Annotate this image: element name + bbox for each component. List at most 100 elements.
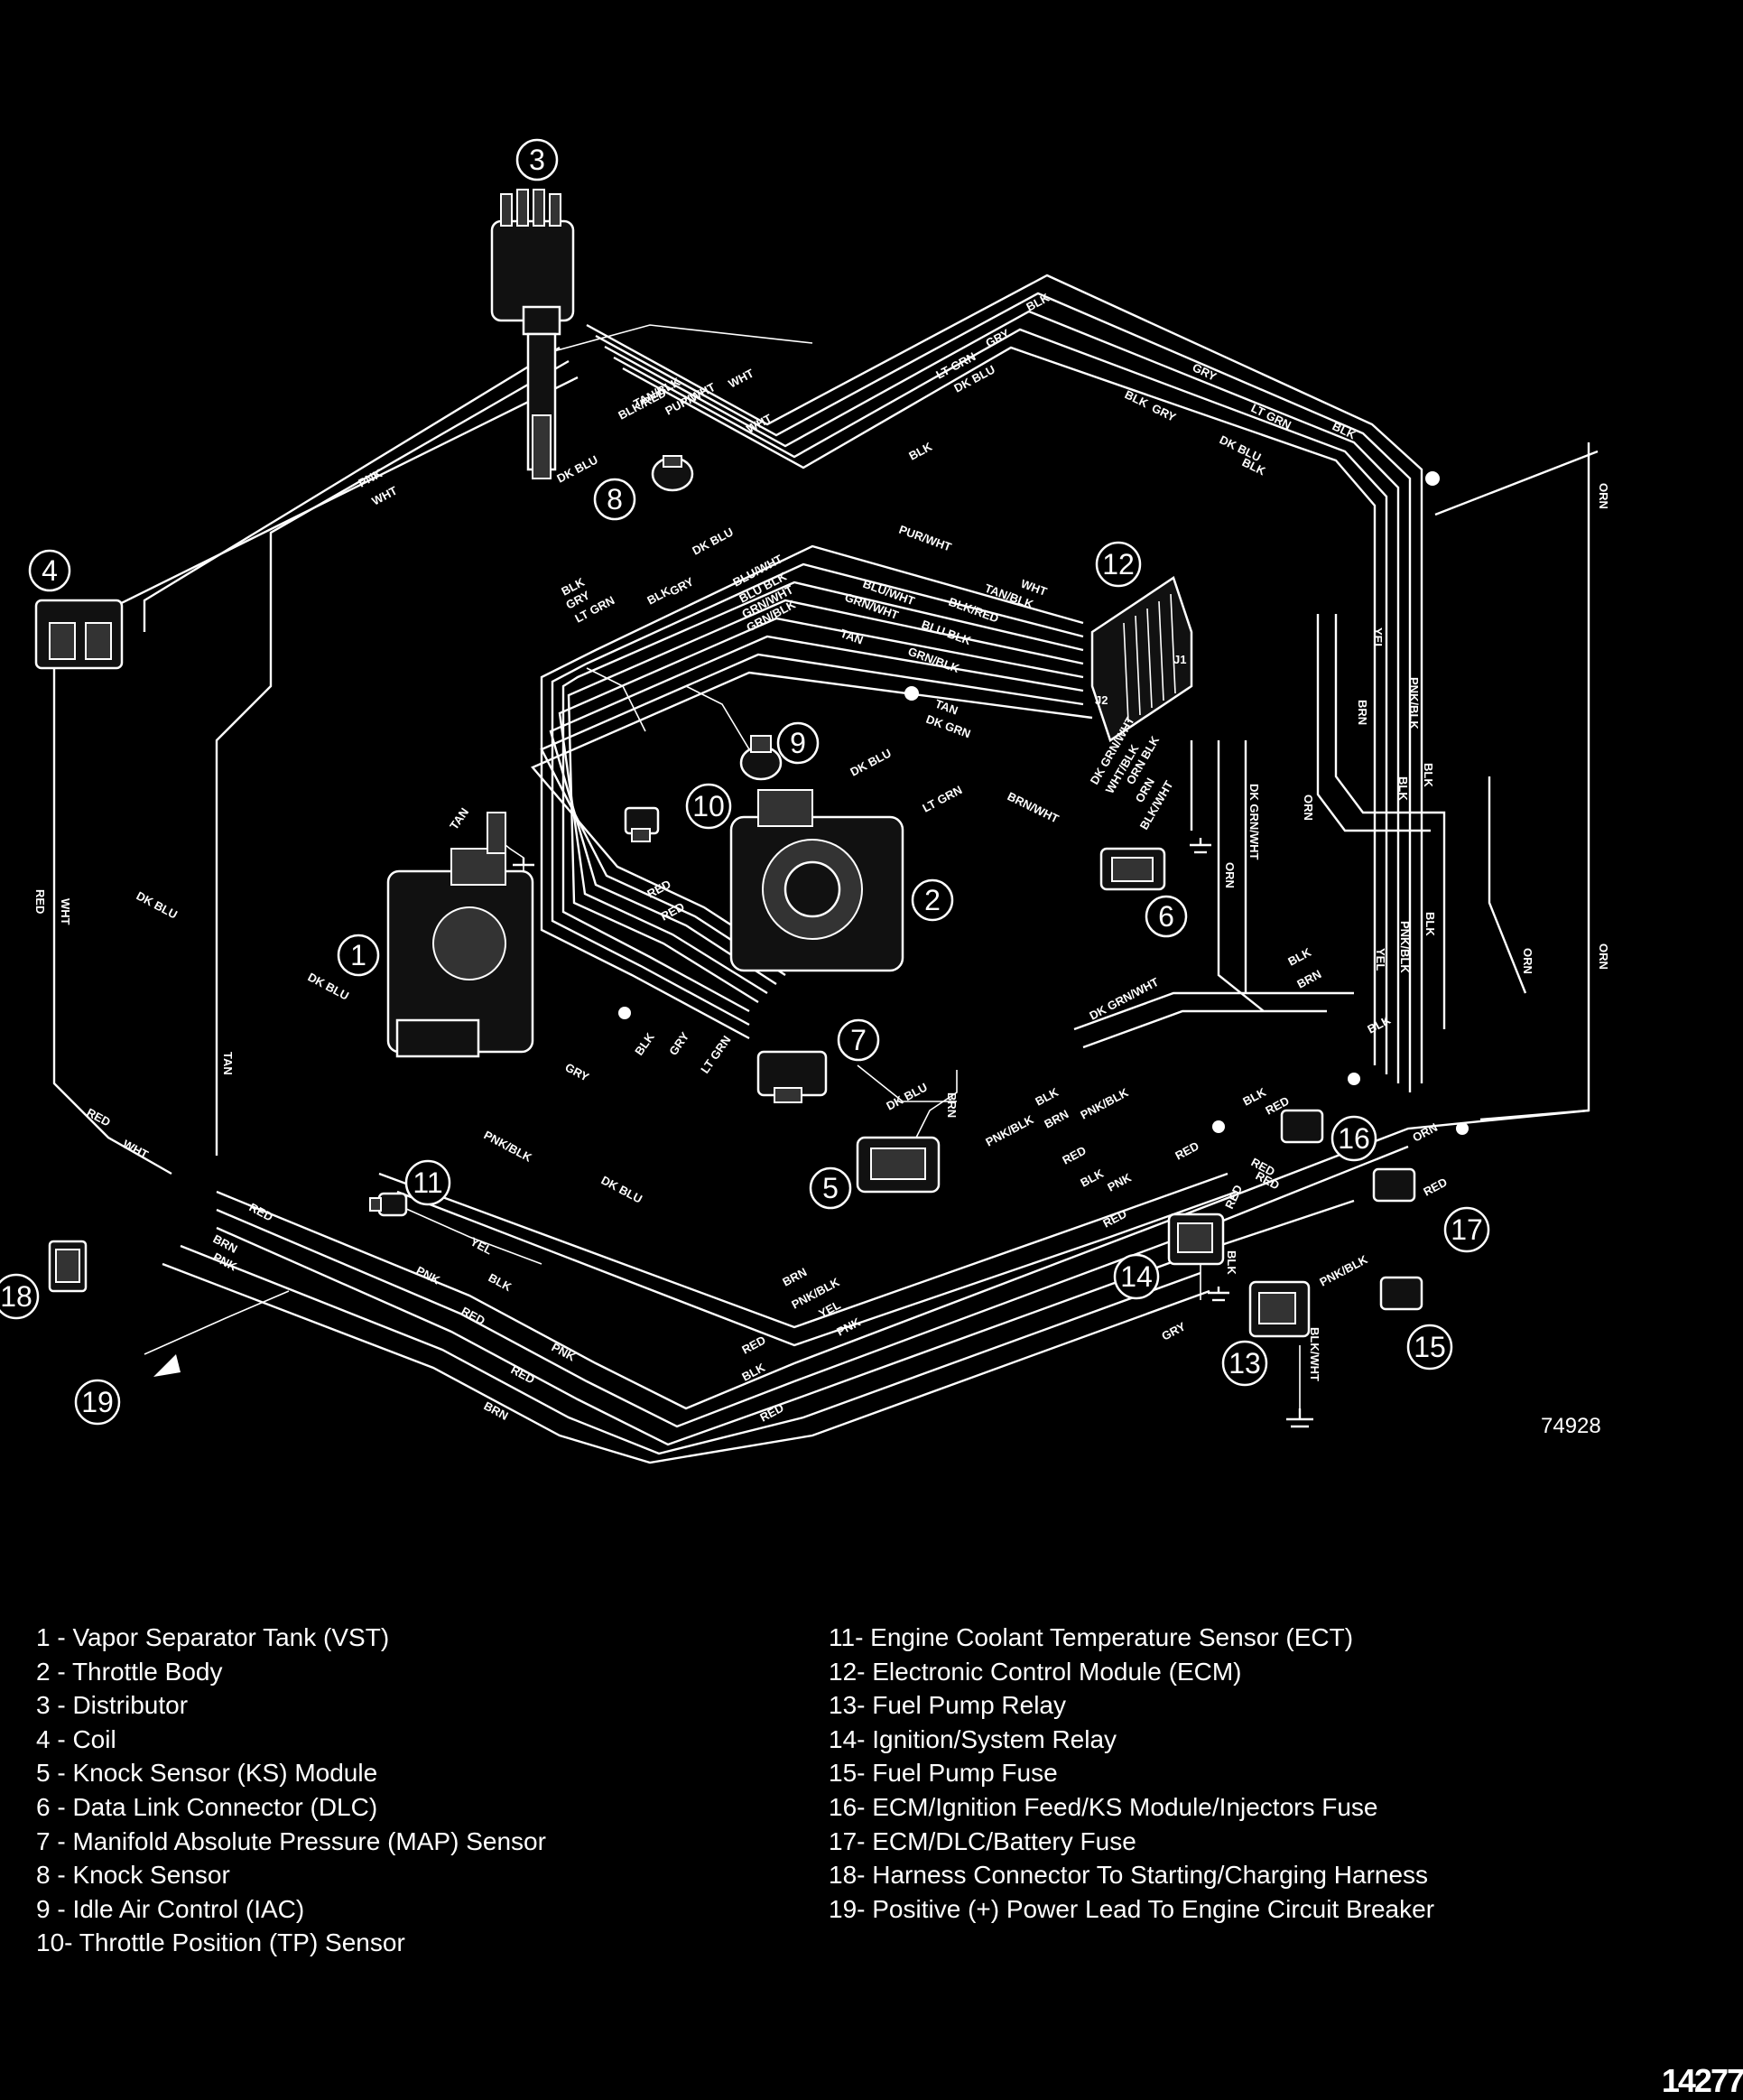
wire-label: PNK <box>211 1250 240 1273</box>
ecm-dlc-battery-fuse <box>1372 1167 1416 1203</box>
wire-label: RED <box>85 1105 113 1129</box>
wire-label: ORN <box>1410 1120 1440 1145</box>
wire-label: BRN <box>1294 967 1323 990</box>
svg-text:9: 9 <box>790 727 806 759</box>
wire-label: TAN <box>839 627 865 647</box>
wire-label: DK BLU <box>134 888 180 921</box>
knock-sensor-module <box>856 1070 958 1194</box>
wire-label: RED <box>1421 1175 1449 1199</box>
callout-16: 16 <box>1330 1115 1377 1162</box>
wire-label: ORN <box>1597 483 1610 509</box>
wire-label: ORN <box>1223 862 1237 888</box>
svg-text:18: 18 <box>0 1280 32 1313</box>
callouts: 1 2 3 4 5 6 7 8 <box>0 138 1490 1426</box>
harness-connector <box>48 1240 88 1293</box>
svg-text:10: 10 <box>692 790 725 822</box>
svg-text:11: 11 <box>413 1166 442 1199</box>
wire-label: RED <box>1060 1144 1088 1167</box>
wire-label: GRY <box>1191 360 1219 384</box>
wire-label: ORN <box>1597 943 1610 970</box>
callout-6: 6 <box>1145 895 1188 938</box>
ecm-j1-label: J1 <box>1173 653 1186 666</box>
legend-item: 3 - Distributor <box>36 1691 189 1720</box>
legend-item: 8 - Knock Sensor <box>36 1861 230 1890</box>
wire-label: BRN <box>945 1092 959 1118</box>
svg-text:17: 17 <box>1451 1213 1483 1246</box>
wire-label: ORN <box>1521 948 1534 974</box>
legend-item: 19- Positive (+) Power Lead To Engine Ci… <box>829 1894 1435 1923</box>
svg-text:3: 3 <box>529 144 545 176</box>
left-diagonal-bundle <box>52 346 579 1175</box>
legend-item: 13- Fuel Pump Relay <box>829 1691 1067 1720</box>
wire-label: PNK/BLK <box>1078 1085 1131 1122</box>
legend-item: 18- Harness Connector To Starting/Chargi… <box>829 1861 1429 1890</box>
callout-8: 8 <box>593 478 636 521</box>
wire-label: GRY <box>667 574 696 598</box>
wire-label: LT GRN <box>698 1033 733 1075</box>
sensor-leads <box>144 324 1301 1408</box>
wire-label: GRY <box>563 1060 592 1083</box>
wire-label: PNK <box>1105 1170 1134 1194</box>
legend-item: 5 - Knock Sensor (KS) Module <box>36 1759 378 1788</box>
positive-power-lead-arrow <box>153 1354 181 1377</box>
wire-label: WHT <box>726 366 756 390</box>
page-code: 14277 <box>1661 2062 1743 2099</box>
vapor-separator-tank <box>386 812 534 1058</box>
legend-left: 1 - Vapor Separator Tank (VST) 2 - Throt… <box>36 1621 546 1960</box>
wire-label: BLK <box>1240 455 1268 478</box>
wire-label: RED <box>1254 1168 1282 1192</box>
legend-item: 6 - Data Link Connector (DLC) <box>36 1792 378 1821</box>
callout-4: 4 <box>28 549 71 592</box>
coil <box>34 599 124 670</box>
idle-air-control <box>739 735 783 781</box>
callout-1: 1 <box>337 934 380 977</box>
legend-item: 11- Engine Coolant Temperature Sensor (E… <box>829 1623 1354 1651</box>
wire-label: BRN/WHT <box>1006 789 1062 825</box>
wire-label: GRY <box>1159 1319 1188 1343</box>
wire-label: DK BLU <box>306 970 351 1002</box>
wire-label: DK BLU <box>848 746 893 778</box>
wire-label: DK BLU <box>599 1173 644 1205</box>
wire-label: DK BLU <box>690 525 735 557</box>
callout-3: 3 <box>515 138 559 181</box>
wire-label: YEL <box>1371 627 1385 650</box>
wire-label: RED <box>1222 1183 1245 1211</box>
wire-label: GRY <box>666 1029 691 1058</box>
legend-item: 9 - Idle Air Control (IAC) <box>36 1894 305 1923</box>
right-feeders <box>1073 442 1599 1121</box>
ecm-j2-label: J2 <box>1095 693 1108 707</box>
map-sensor <box>756 1050 828 1103</box>
svg-text:19: 19 <box>81 1386 114 1418</box>
wire-label: BRN <box>482 1398 511 1422</box>
svg-text:13: 13 <box>1228 1347 1261 1380</box>
callout-10: 10 <box>685 783 732 830</box>
wire-label: DK BLU <box>884 1080 929 1112</box>
wire-label: BLK <box>1123 387 1151 410</box>
legend-item: 12- Electronic Control Module (ECM) <box>829 1657 1242 1686</box>
legend-item: 16- ECM/Ignition Feed/KS Module/Injector… <box>829 1792 1378 1821</box>
wire-label: BLK <box>1396 776 1410 801</box>
wire-label: BLK <box>1285 945 1313 969</box>
upper-right-bundle <box>586 274 1423 1092</box>
wire-label: PNK/BLK <box>983 1112 1036 1149</box>
wire-label: PNK/BLK <box>1317 1252 1370 1289</box>
wire-label: PNK/BLK <box>482 1128 535 1165</box>
knock-sensor <box>651 455 694 492</box>
wire-label: BRN <box>1356 700 1369 725</box>
wire-label: DK GRN <box>924 712 972 741</box>
callout-5: 5 <box>809 1166 852 1210</box>
wire-label: BLK <box>1422 763 1435 787</box>
wire-label: BLK <box>487 1270 515 1294</box>
ecm: J1 J2 <box>1090 576 1193 742</box>
data-link-connector <box>1099 847 1166 891</box>
fuel-pump-relay <box>1248 1280 1311 1338</box>
wire-label: WHT <box>121 1137 151 1161</box>
legend-item: 4 - Coil <box>36 1724 116 1753</box>
wire-label: BLK <box>1225 1250 1238 1275</box>
svg-text:8: 8 <box>607 483 623 516</box>
wiring-diagram: J1 J2 <box>0 138 1610 1464</box>
wire-label: GRY <box>983 326 1012 349</box>
wire-label: LT GRN <box>920 783 964 815</box>
svg-text:15: 15 <box>1414 1331 1446 1363</box>
svg-text:4: 4 <box>42 554 58 587</box>
